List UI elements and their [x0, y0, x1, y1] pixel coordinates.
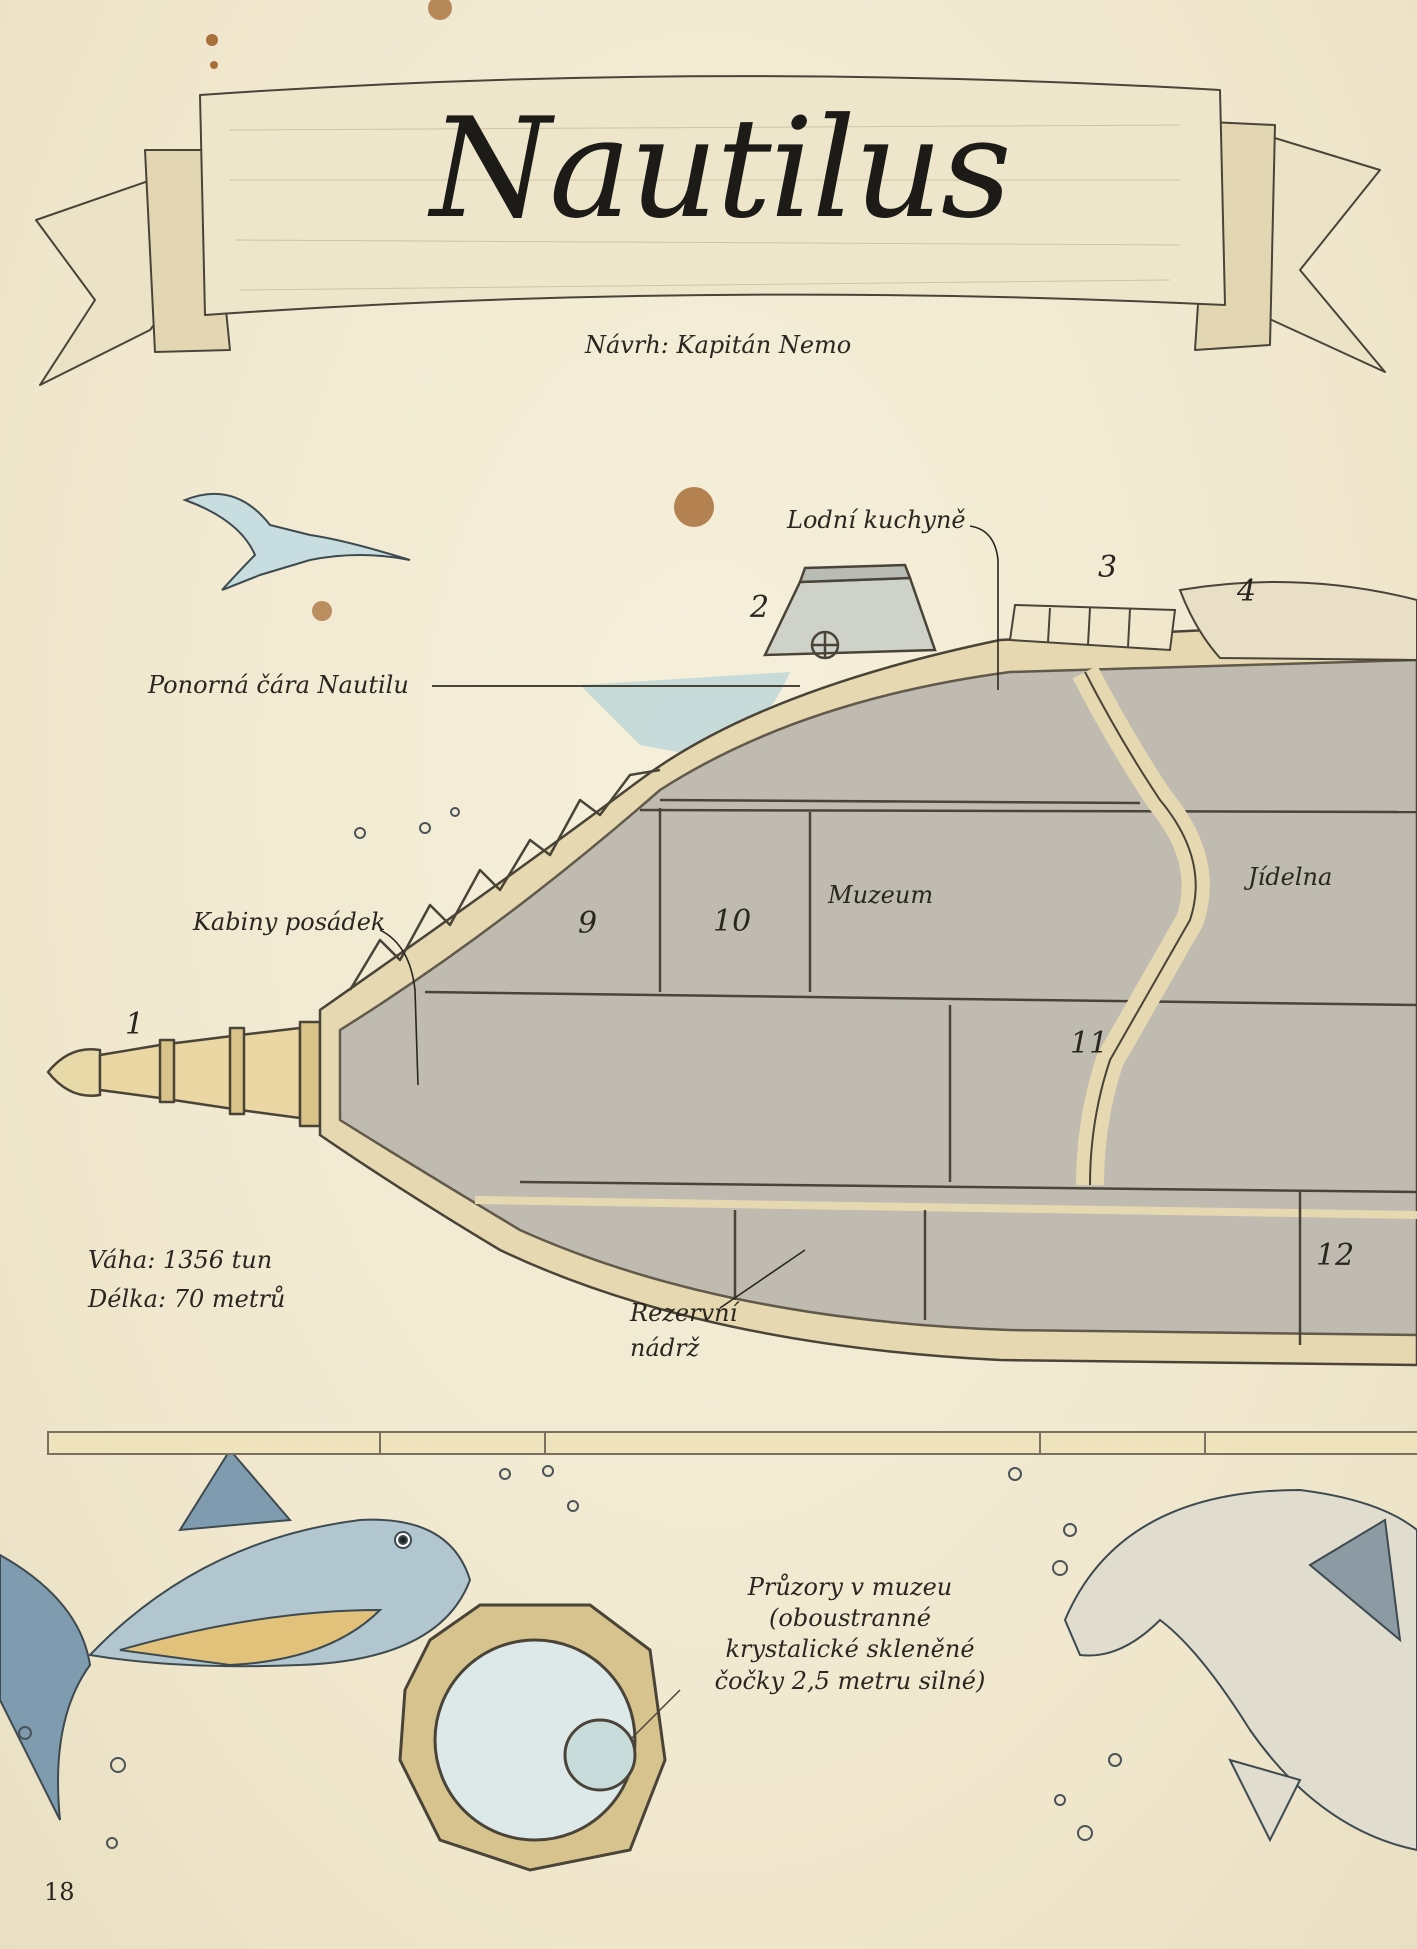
waterline-label: Ponorná čára Nautilu	[148, 671, 409, 699]
reserve-tank-label-1: Rezervní	[630, 1299, 738, 1327]
deck-rail	[47, 1431, 1417, 1455]
bubbles	[18, 807, 1122, 1849]
length-label: Délka: 70 metrů	[88, 1285, 286, 1313]
page-title: Nautilus	[430, 88, 1011, 249]
reserve-tank-label-2: nádrž	[630, 1334, 700, 1362]
submarine-hull	[46, 618, 1417, 1367]
wheelhouse	[762, 563, 937, 660]
portholes-line-4: čočky 2,5 metru silné)	[714, 1666, 986, 1695]
seagull	[182, 492, 411, 591]
number-10: 10	[713, 904, 752, 939]
number-12: 12	[1316, 1238, 1355, 1273]
number-9: 9	[578, 906, 598, 941]
portholes-caption: Průzory v muzeu (oboustranné krystalické…	[700, 1572, 1000, 1697]
number-3: 3	[1098, 550, 1118, 585]
leader-lines	[379, 525, 999, 1309]
number-1: 1	[125, 1007, 145, 1042]
tuna-fish	[0, 1448, 472, 1821]
galley-label: Lodní kuchyně	[787, 506, 966, 534]
title-banner	[35, 75, 1386, 386]
crew-cabins-label: Kabiny posádek	[193, 908, 386, 936]
number-11: 11	[1070, 1026, 1109, 1061]
weight-label: Váha: 1356 tun	[88, 1246, 273, 1274]
portholes-line-3: krystalické skleněné	[725, 1635, 975, 1664]
deck-platform	[1008, 603, 1177, 652]
portholes-line-1: Průzory v muzeu	[747, 1573, 953, 1601]
boat	[1178, 581, 1417, 662]
hammerhead-shark	[1063, 1488, 1417, 1852]
museum-label: Muzeum	[828, 881, 934, 909]
dining-label: Jídelna	[1248, 863, 1333, 891]
number-4: 4	[1237, 574, 1257, 609]
portholes-line-2: (oboustranné	[769, 1604, 931, 1633]
subtitle: Návrh: Kapitán Nemo	[585, 331, 852, 359]
porthole	[398, 1603, 681, 1872]
page-number: 18	[44, 1878, 75, 1906]
number-2: 2	[750, 590, 770, 625]
